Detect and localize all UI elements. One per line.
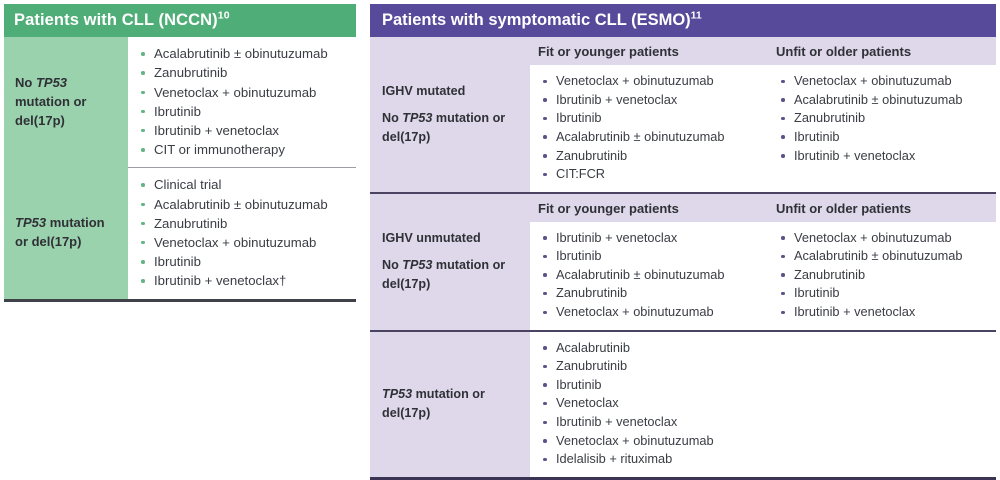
esmo-column-header-fit: Fit or younger patients <box>530 37 768 66</box>
nccn-row-label: No TP53 mutation or del(17p) <box>4 37 128 168</box>
list-item: CIT:FCR <box>536 165 762 184</box>
list-item: Zanubrutinib <box>536 284 762 303</box>
esmo-row-label: IGHV mutated No TP53 mutation or del(17p) <box>370 37 530 192</box>
guidelines-comparison-figure: Patients with CLL (NCCN)10 No TP53 mutat… <box>4 4 996 480</box>
esmo-row-group: IGHV unmutated No TP53 mutation or del(17… <box>370 191 996 330</box>
list-item: Zanubrutinib <box>134 63 348 82</box>
list-item: Ibrutinib + venetoclax <box>134 121 348 140</box>
list-item: Zanubrutinib <box>774 266 990 285</box>
list-item: Zanubrutinib <box>536 357 990 376</box>
esmo-title-text: Patients with symptomatic CLL (ESMO) <box>382 11 691 29</box>
nccn-table-title: Patients with CLL (NCCN)10 <box>4 4 356 38</box>
esmo-column-header-fit: Fit or younger patients <box>530 193 768 222</box>
esmo-row-label-line: No TP53 mutation or del(17p) <box>382 110 506 144</box>
list-item: Ibrutinib <box>774 284 990 303</box>
list-item: Ibrutinib + venetoclax <box>774 147 990 166</box>
nccn-table: Patients with CLL (NCCN)10 No TP53 mutat… <box>4 4 356 302</box>
list-item: Acalabrutinib ± obinutuzumab <box>536 128 762 147</box>
list-item: Acalabrutinib ± obinutuzumab <box>536 266 762 285</box>
list-item: Ibrutinib + venetoclax <box>774 303 990 322</box>
esmo-row-label-line: IGHV mutated <box>382 84 466 99</box>
esmo-row-label-line: IGHV unmutated <box>382 231 481 246</box>
list-item: Ibrutinib + venetoclax† <box>134 271 348 290</box>
nccn-row-label: TP53 mutation or del(17p) <box>4 167 128 299</box>
nccn-row-label-text: TP53 mutation or del(17p) <box>15 215 105 249</box>
list-item: Acalabrutinib ± obinutuzumab <box>134 195 348 214</box>
esmo-row-label-text: IGHV mutated No TP53 mutation or del(17p) <box>382 82 520 147</box>
list-item: Venetoclax <box>536 394 990 413</box>
list-item: Zanubrutinib <box>536 147 762 166</box>
list-item: Venetoclax + obinutuzumab <box>134 83 348 102</box>
esmo-row-label-text: IGHV unmutated No TP53 mutation or del(17… <box>382 229 520 294</box>
list-item: Venetoclax + obinutuzumab <box>134 233 348 252</box>
esmo-row-label-text: TP53 mutation or del(17p) <box>382 385 520 423</box>
esmo-column-header-unfit: Unfit or older patients <box>768 37 996 66</box>
list-item: Zanubrutinib <box>134 214 348 233</box>
list-item: Ibrutinib <box>536 376 990 395</box>
esmo-row-label-line: No TP53 mutation or del(17p) <box>382 258 506 292</box>
list-item: Acalabrutinib ± obinutuzumab <box>134 44 348 63</box>
list-item: Ibrutinib <box>134 102 348 121</box>
list-item: Clinical trial <box>134 175 348 194</box>
esmo-title-superscript: 11 <box>690 9 702 22</box>
list-item: Acalabrutinib ± obinutuzumab <box>774 91 990 110</box>
esmo-row-label: TP53 mutation or del(17p) <box>370 331 530 477</box>
esmo-row-label-line: TP53 mutation or del(17p) <box>382 387 485 421</box>
nccn-title-text: Patients with CLL (NCCN) <box>14 11 218 29</box>
list-item: Venetoclax + obinutuzumab <box>536 72 762 91</box>
list-item: Zanubrutinib <box>774 109 990 128</box>
esmo-table: Patients with symptomatic CLL (ESMO)11 I… <box>370 4 996 480</box>
nccn-title-superscript: 10 <box>217 9 230 22</box>
nccn-table-body: No TP53 mutation or del(17p) Acalabrutini… <box>4 37 356 302</box>
esmo-table-body: IGHV mutated No TP53 mutation or del(17p)… <box>370 37 996 480</box>
esmo-table-title: Patients with symptomatic CLL (ESMO)11 <box>370 4 996 38</box>
list-item: Idelalisib + rituximab <box>536 450 990 469</box>
list-item: Ibrutinib + venetoclax <box>536 413 990 432</box>
list-item: Venetoclax + obinutuzumab <box>774 229 990 248</box>
nccn-row-label-text: No TP53 mutation or del(17p) <box>15 74 87 128</box>
list-item: Venetoclax + obinutuzumab <box>536 303 762 322</box>
list-item: Ibrutinib <box>134 252 348 271</box>
list-item: CIT or immunotherapy <box>134 140 348 159</box>
list-item: Ibrutinib + venetoclax <box>536 91 762 110</box>
esmo-column-header-unfit: Unfit or older patients <box>768 193 996 222</box>
list-item: Ibrutinib <box>536 247 762 266</box>
list-item: Acalabrutinib ± obinutuzumab <box>774 247 990 266</box>
esmo-row-label: IGHV unmutated No TP53 mutation or del(17… <box>370 193 530 330</box>
list-item: Venetoclax + obinutuzumab <box>536 432 990 451</box>
list-item: Ibrutinib <box>774 128 990 147</box>
list-item: Ibrutinib <box>536 109 762 128</box>
list-item: Acalabrutinib <box>536 339 990 358</box>
esmo-row-group: IGHV mutated No TP53 mutation or del(17p)… <box>370 37 996 192</box>
list-item: Venetoclax + obinutuzumab <box>774 72 990 91</box>
list-item: Ibrutinib + venetoclax <box>536 229 762 248</box>
